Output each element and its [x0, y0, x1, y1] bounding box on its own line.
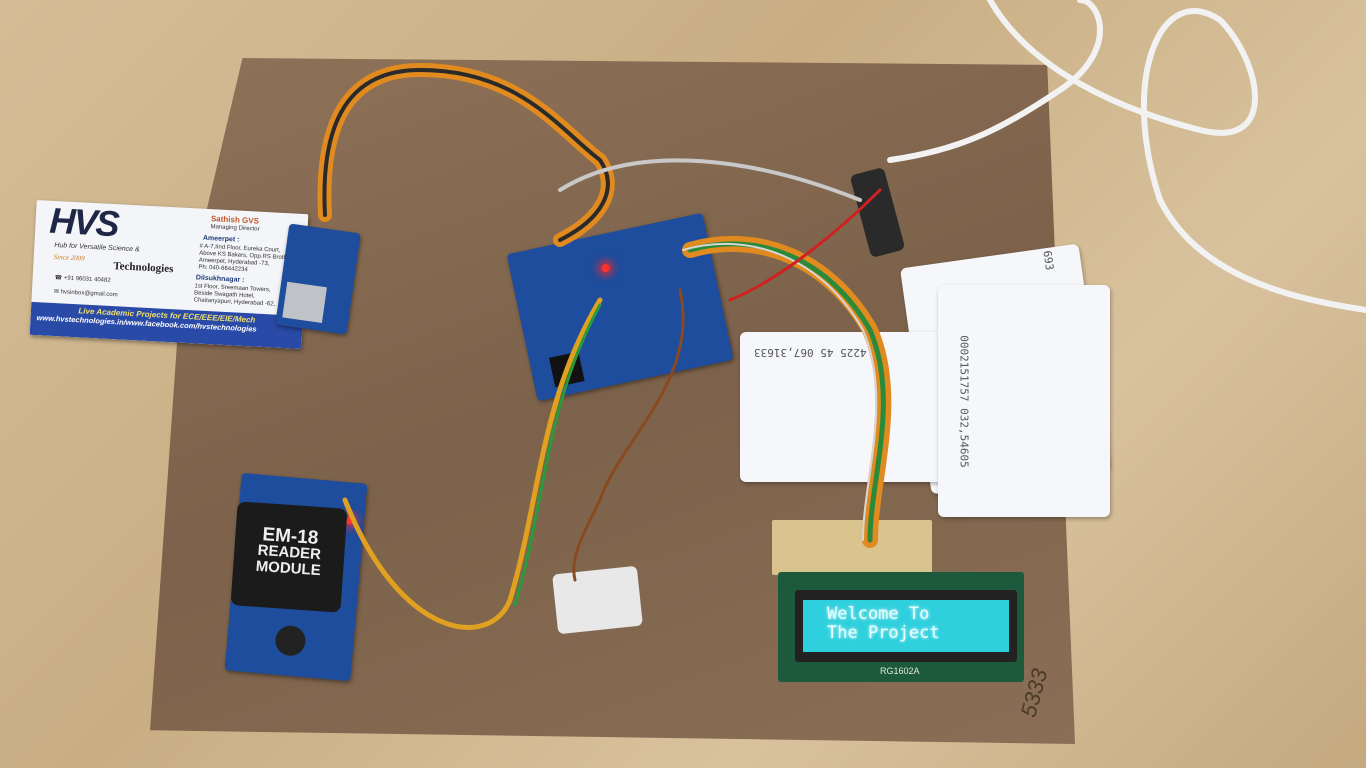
- branch1-label: Ameerpet :: [202, 234, 240, 244]
- lcd-screen: Welcome To The Project: [803, 600, 1009, 652]
- card-tagline: Hub for Versatile Science &: [54, 241, 140, 254]
- card-phone: +91 96031 40482: [63, 275, 111, 284]
- rfid-card: 4225 45 067,31633: [740, 332, 952, 482]
- card-title: Managing Director: [210, 224, 260, 233]
- servo-motor: [552, 565, 643, 635]
- card-number: 0002151757 032,54605: [957, 335, 971, 468]
- card-since: Since 2009: [53, 252, 85, 263]
- rfid-card: 0002151757 032,54605: [938, 285, 1110, 517]
- dc-jack: [549, 351, 585, 388]
- card-logo: HVS: [48, 199, 119, 245]
- lcd-model: RG1602A: [880, 666, 920, 676]
- card-number: 693: [1040, 249, 1057, 272]
- lcd-line2: The Project: [827, 623, 940, 643]
- sd-slot: [282, 281, 327, 323]
- sd-card-module: [275, 223, 361, 335]
- status-led: [345, 516, 355, 525]
- i2c-pcb: [772, 520, 932, 575]
- em18-reader-module: EM-18 READER MODULE: [230, 501, 348, 613]
- power-led: [600, 263, 611, 273]
- card-technologies: Technologies: [113, 260, 174, 276]
- buzzer: [274, 624, 307, 658]
- card-number: 4225 45 067,31633: [754, 346, 867, 359]
- lcd-line1: Welcome To: [827, 604, 930, 624]
- business-card: HVS Hub for Versatile Science & Since 20…: [29, 199, 309, 350]
- card-email: hvsinbox@gmail.com: [60, 289, 118, 299]
- branch2-label: Dilsukhnagar :: [195, 274, 245, 284]
